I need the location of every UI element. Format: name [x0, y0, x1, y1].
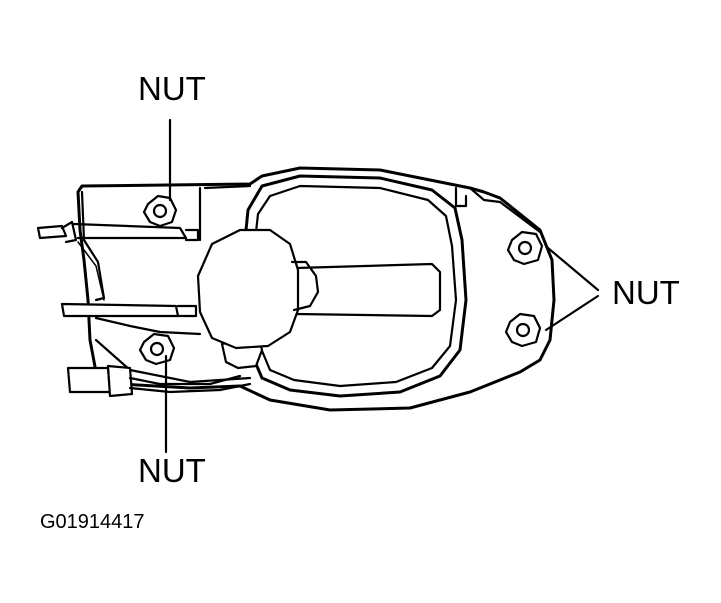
- leader-lines: [164, 118, 600, 454]
- shift-lever-knob: [196, 228, 320, 370]
- nut-right-lower: [504, 312, 542, 348]
- nut-bottom-left: [138, 332, 176, 366]
- nut-label-bottom: NUT: [138, 452, 206, 489]
- nut-top-left: [142, 194, 178, 228]
- shift-cables: [36, 220, 202, 336]
- nut-label-top: NUT: [138, 70, 206, 107]
- nut-right-upper: [506, 230, 544, 266]
- figure-code: G01914417: [40, 511, 145, 533]
- wiring-connector: [66, 364, 252, 398]
- nut-label-right: NUT: [612, 274, 680, 311]
